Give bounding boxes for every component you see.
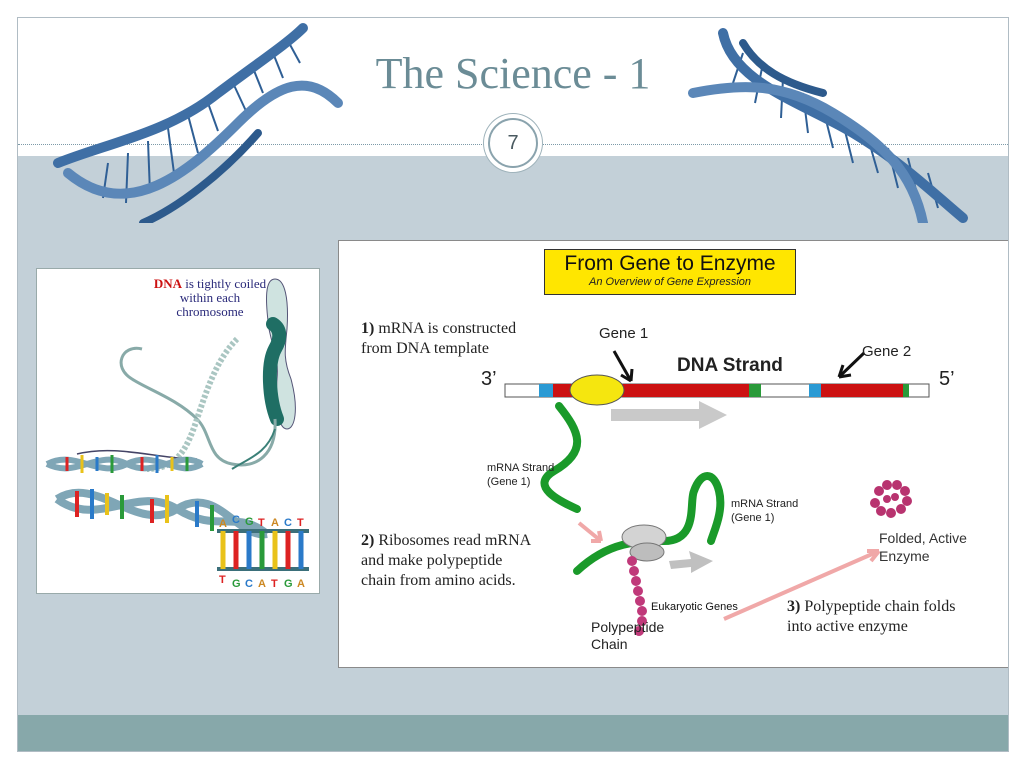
step2-line3: chain from amino acids. — [361, 572, 516, 589]
slide: The Science - 1 7 DNA is tightly coiled … — [17, 17, 1009, 752]
step2-line2: and make polypeptide — [361, 552, 503, 569]
gene1-pointer-icon — [612, 350, 633, 382]
gene-to-enzyme-diagram: From Gene to Enzyme An Overview of Gene … — [338, 240, 1008, 668]
base-top-1: C — [232, 514, 240, 526]
step3-line1: Polypeptide chain folds — [804, 598, 956, 615]
chromosome-illustration: A C G T A C T T G C A T G A — [45, 278, 309, 590]
step1-line1: mRNA is constructed — [378, 320, 517, 337]
mrna-gene-text-1: (Gene 1) — [487, 476, 531, 488]
mrna-strand-text-1: mRNA Strand — [487, 462, 555, 474]
five-prime-end: 5’ — [939, 368, 955, 390]
mrna-strand-label-2: mRNA Strand (Gene 1) — [731, 497, 798, 525]
dna-strand-label: DNA Strand — [677, 355, 783, 376]
base-top-0: A — [219, 518, 227, 530]
dna-caption: DNA is tightly coiled within each chromo… — [145, 277, 275, 319]
ribosome-icon — [621, 524, 667, 562]
polypeptide-chain-beads — [627, 556, 647, 636]
dna-caption-keyword: DNA — [153, 276, 183, 291]
base-bottom-3: A — [258, 578, 266, 590]
mrna-gene-text-2: (Gene 1) — [731, 512, 775, 524]
chromosome-figure: DNA is tightly coiled within each chromo… — [36, 268, 320, 594]
gene2-pointer-icon — [837, 351, 866, 379]
base-bottom-5: G — [284, 578, 293, 590]
step2-number: 2) — [361, 532, 375, 549]
dna-strand-bar — [504, 383, 930, 398]
gene1-label: Gene 1 — [599, 325, 649, 342]
gene-expression-graphic — [504, 350, 930, 636]
base-bottom-0: T — [219, 574, 226, 586]
folded-enzyme-label: Folded, Active Enzyme — [879, 529, 967, 565]
folded-enzyme-line2: Enzyme — [879, 548, 930, 564]
chromosome-icon — [262, 278, 296, 430]
step1-number: 1) — [361, 320, 375, 337]
folded-enzyme-line1: Folded, Active — [879, 530, 967, 546]
dna-helix-right-decoration — [688, 28, 968, 223]
page-number-badge: 7 — [488, 118, 538, 168]
translation-arrow-icon — [669, 551, 713, 573]
footer-band — [18, 715, 1008, 751]
chain-to-enzyme-arrow-icon — [723, 549, 880, 621]
diagram-title-box: From Gene to Enzyme An Overview of Gene … — [544, 249, 796, 295]
step3-line2: into active enzyme — [787, 618, 908, 635]
diagram-title: From Gene to Enzyme — [564, 252, 776, 275]
step2-line1: Ribosomes read mRNA — [378, 532, 532, 549]
polypeptide-line1: Polypeptide — [591, 619, 665, 635]
double-helix-large — [54, 488, 270, 539]
mrna-strand-curve-1 — [540, 402, 582, 513]
step1-line2: from DNA template — [361, 340, 489, 357]
step3-number: 3) — [787, 598, 801, 615]
base-top-3: T — [258, 517, 265, 529]
double-helix-small — [45, 455, 204, 473]
base-top-6: T — [297, 517, 304, 529]
base-pair-ladder — [217, 529, 309, 571]
eukaryotic-genes-overlay: Eukaryotic Genes — [651, 601, 738, 613]
polypeptide-chain-label: Polypeptide Chain — [591, 619, 664, 653]
mrna-strand-text-2: mRNA Strand — [731, 498, 799, 510]
mrna-strand-label-1: mRNA Strand (Gene 1) — [487, 461, 554, 489]
slide-title: The Science - 1 — [375, 49, 651, 98]
base-bottom-2: C — [245, 578, 253, 590]
dna-helix-left-decoration — [53, 23, 343, 223]
folded-enzyme-icon — [870, 480, 912, 518]
gene2-label: Gene 2 — [862, 343, 912, 360]
step1-to-step2-arrow-icon — [577, 521, 603, 543]
base-top-5: C — [284, 517, 292, 529]
step1-label: 1) mRNA is constructed from DNA template — [361, 319, 516, 359]
base-bottom-6: A — [297, 578, 305, 590]
polypeptide-line2: Chain — [591, 636, 628, 652]
step3-label: 3) Polypeptide chain folds into active e… — [787, 597, 955, 637]
base-top-4: A — [271, 517, 279, 529]
three-prime-end: 3’ — [481, 368, 497, 390]
base-bottom-4: T — [271, 578, 278, 590]
base-top-2: G — [245, 516, 254, 528]
dna-caption-rest: is tightly coiled within each chromosome — [176, 276, 267, 319]
base-bottom-1: G — [232, 578, 241, 590]
transcription-arrow-icon — [611, 401, 727, 429]
diagram-subtitle: An Overview of Gene Expression — [588, 276, 752, 288]
step2-label: 2) Ribosomes read mRNA and make polypept… — [361, 531, 531, 591]
rna-polymerase-icon — [569, 374, 625, 406]
